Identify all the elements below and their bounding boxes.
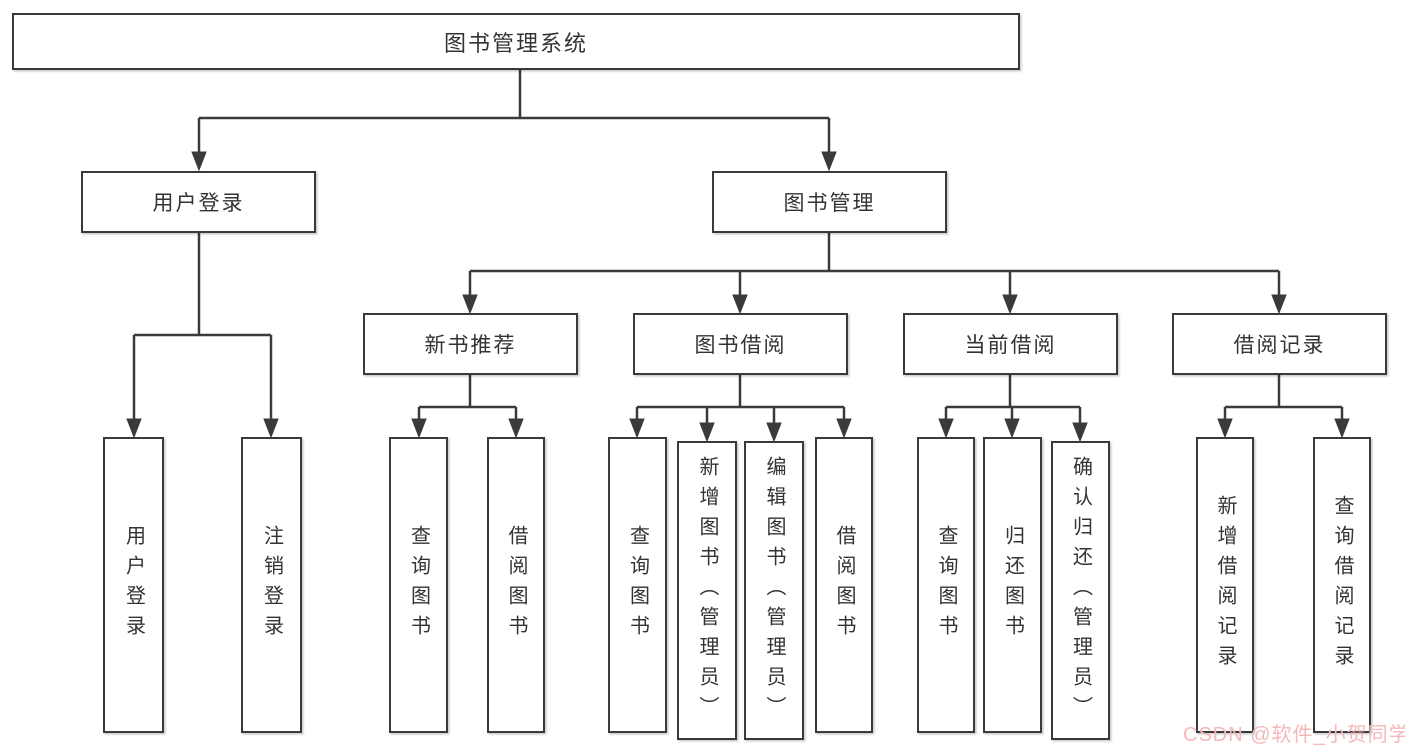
node-leaf-query-books-borrow: 查询图书 [608,437,667,733]
node-book-borrow: 图书借阅 [633,313,848,375]
node-user-login: 用户登录 [81,171,316,233]
node-leaf-confirm-return-admin: 确认归还（管理员） [1051,441,1110,740]
node-leaf-return-books: 归还图书 [983,437,1042,733]
node-leaf-user-login: 用户登录 [103,437,164,733]
node-leaf-edit-book-admin: 编辑图书（管理员） [744,441,804,740]
node-borrow-records: 借阅记录 [1172,313,1387,375]
node-leaf-query-borrow-record: 查询借阅记录 [1313,437,1371,733]
node-leaf-add-book-admin: 新增图书（管理员） [677,441,737,740]
node-leaf-borrow-books: 借阅图书 [815,437,873,733]
node-leaf-borrow-books-recommend: 借阅图书 [487,437,545,733]
node-new-book-recommend: 新书推荐 [363,313,578,375]
watermark: CSDN @软件_小贺同学 [1183,724,1405,746]
node-leaf-logout: 注销登录 [241,437,302,733]
node-leaf-query-books-recommend: 查询图书 [389,437,448,733]
node-leaf-add-borrow-record: 新增借阅记录 [1196,437,1254,733]
node-current-borrow: 当前借阅 [903,313,1118,375]
node-book-management: 图书管理 [712,171,947,233]
node-leaf-query-books-current: 查询图书 [917,437,975,733]
node-library-system: 图书管理系统 [12,13,1020,70]
